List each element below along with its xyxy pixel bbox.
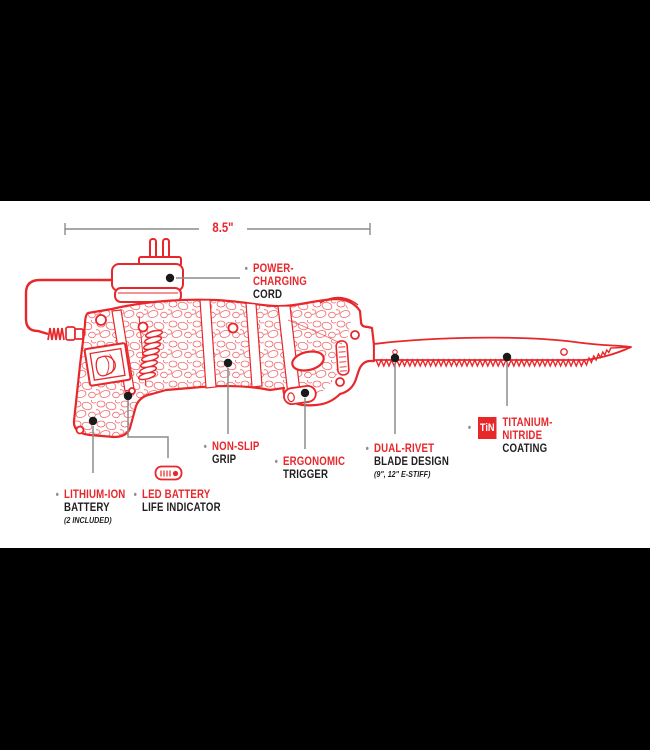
callout-titanium-nitride-coating: • TiN TITANIUM- NITRIDE COATING: [468, 417, 553, 456]
charger-plug: [111, 238, 184, 303]
callout-line: NITRIDE: [502, 430, 543, 442]
callout-line: GRIP: [212, 454, 237, 466]
dimension-label: 8.5": [212, 220, 234, 235]
callout-non-slip-grip: • NON-SLIP GRIP: [204, 441, 260, 467]
callout-line: POWER-: [253, 263, 294, 275]
blade: [373, 336, 632, 368]
callout-line: CORD: [253, 289, 283, 301]
bullet: •: [244, 263, 249, 275]
callout-line: LED BATTERY: [142, 489, 211, 501]
callout-dual-rivet-blade: • DUAL-RIVET BLADE DESIGN (9", 12" E-STI…: [366, 443, 450, 480]
power-cord: [24, 278, 112, 341]
screw-bosses: [75, 314, 360, 435]
callout-lithium-ion-battery: • LITHIUM-ION BATTERY (2 INCLUDED): [56, 489, 126, 526]
thumb-ridge: [319, 296, 359, 306]
rivet-hole: [560, 348, 568, 356]
bullet: •: [55, 489, 60, 501]
callout-line: ERGONOMIC: [283, 456, 346, 468]
dimension-line: [64, 223, 371, 235]
bullet: •: [203, 441, 208, 453]
bullet: •: [467, 422, 472, 434]
callout-line: LITHIUM-ION: [64, 489, 126, 501]
callout-power-charging-cord: • POWER- CHARGING CORD: [245, 263, 307, 302]
callout-line: NON-SLIP: [212, 441, 260, 453]
leader-lines: [92, 277, 508, 473]
callout-line: COATING: [502, 443, 548, 455]
ribbed-button: [335, 340, 350, 376]
emblem-plate: [83, 342, 132, 387]
callout-line: BATTERY: [64, 502, 110, 514]
led-battery-icon: [154, 465, 183, 481]
bullet: •: [365, 443, 370, 455]
knife-body: [72, 296, 376, 439]
spring-vent: [137, 329, 164, 381]
callout-line: (9", 12" E-STIFF): [374, 469, 431, 479]
bullet: •: [274, 456, 279, 468]
callout-line: BLADE DESIGN: [374, 456, 450, 468]
grip-bands: [111, 299, 301, 396]
blade-serration: [375, 346, 632, 368]
callout-line: LIFE INDICATOR: [142, 502, 221, 514]
letterbox-top: [0, 0, 650, 201]
leader-dots: [88, 273, 512, 426]
callout-line: (2 INCLUDED): [64, 515, 112, 525]
callout-led-battery-indicator: • LED BATTERY LIFE INDICATOR: [134, 489, 221, 515]
tin-badge: TiN: [478, 417, 497, 439]
callout-line: CHARGING: [253, 276, 307, 288]
finger-hole: [291, 350, 325, 372]
callout-line: TRIGGER: [283, 469, 329, 481]
bullet: •: [133, 489, 138, 501]
callout-ergonomic-trigger: • ERGONOMIC TRIGGER: [275, 456, 346, 482]
callout-line: DUAL-RIVET: [374, 443, 435, 455]
callout-line: TITANIUM-: [502, 417, 553, 429]
letterbox-bottom: [0, 548, 650, 750]
